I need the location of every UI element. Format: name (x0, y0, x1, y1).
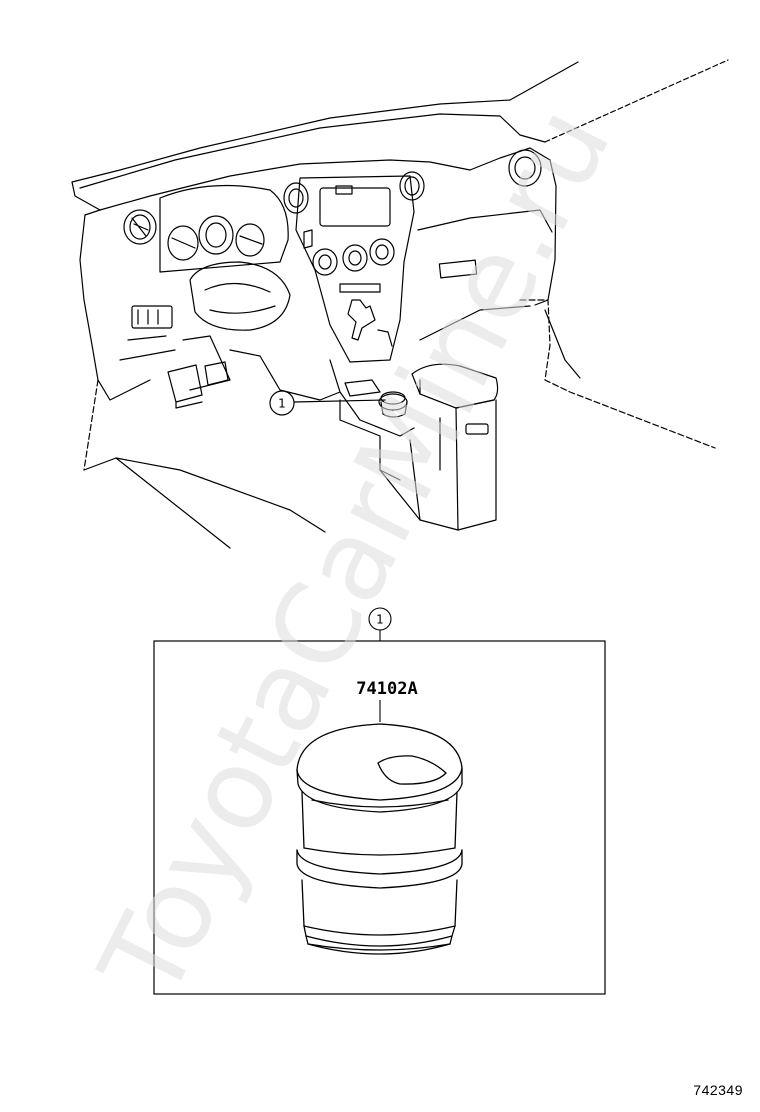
part-number-label[interactable]: 74102A (356, 679, 417, 699)
ashtray-icon[interactable] (296, 723, 463, 955)
detail-callout-number: 1 (376, 613, 384, 627)
detail-box (153, 640, 606, 995)
dashboard-illustration (71, 59, 729, 549)
overview-callout: 1 (269, 390, 387, 416)
overview-callout-number: 1 (278, 397, 286, 411)
detail-callout: 1 (368, 607, 392, 641)
diagram-id: 742349 (693, 1082, 743, 1098)
